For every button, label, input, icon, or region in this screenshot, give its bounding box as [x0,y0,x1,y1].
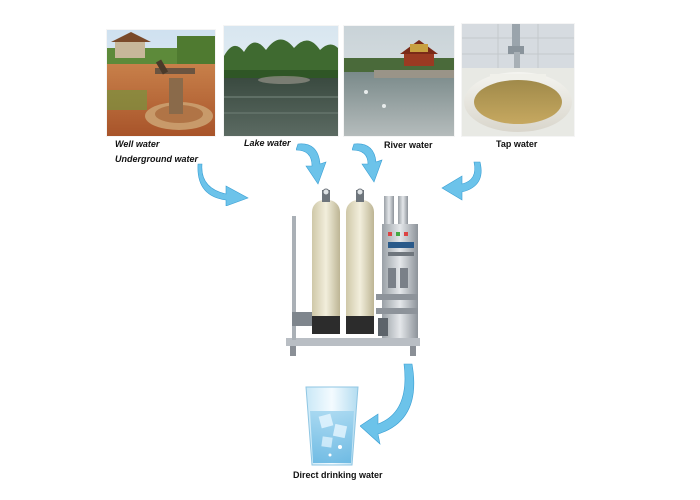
lake-water-photo [224,26,338,136]
arrow-to-glass [360,363,415,445]
water-purification-machine [286,188,420,356]
arrow-from-river [352,143,383,183]
river-water-label: River water [384,140,433,150]
arrow-from-lake [296,143,327,185]
underground-water-label: Underground water [115,154,199,164]
well-water-photo [107,30,215,136]
river-water-photo [344,26,454,136]
arrow-from-well [197,163,249,206]
tap-water-label: Tap water [496,139,538,149]
tap-water-photo [462,24,574,136]
arrow-from-tap [441,161,482,201]
direct-drinking-water-label: Direct drinking water [293,470,383,480]
drinking-glass-icon [305,386,359,466]
well-water-label: Well water [115,139,160,149]
lake-water-label: Lake water [244,138,291,148]
